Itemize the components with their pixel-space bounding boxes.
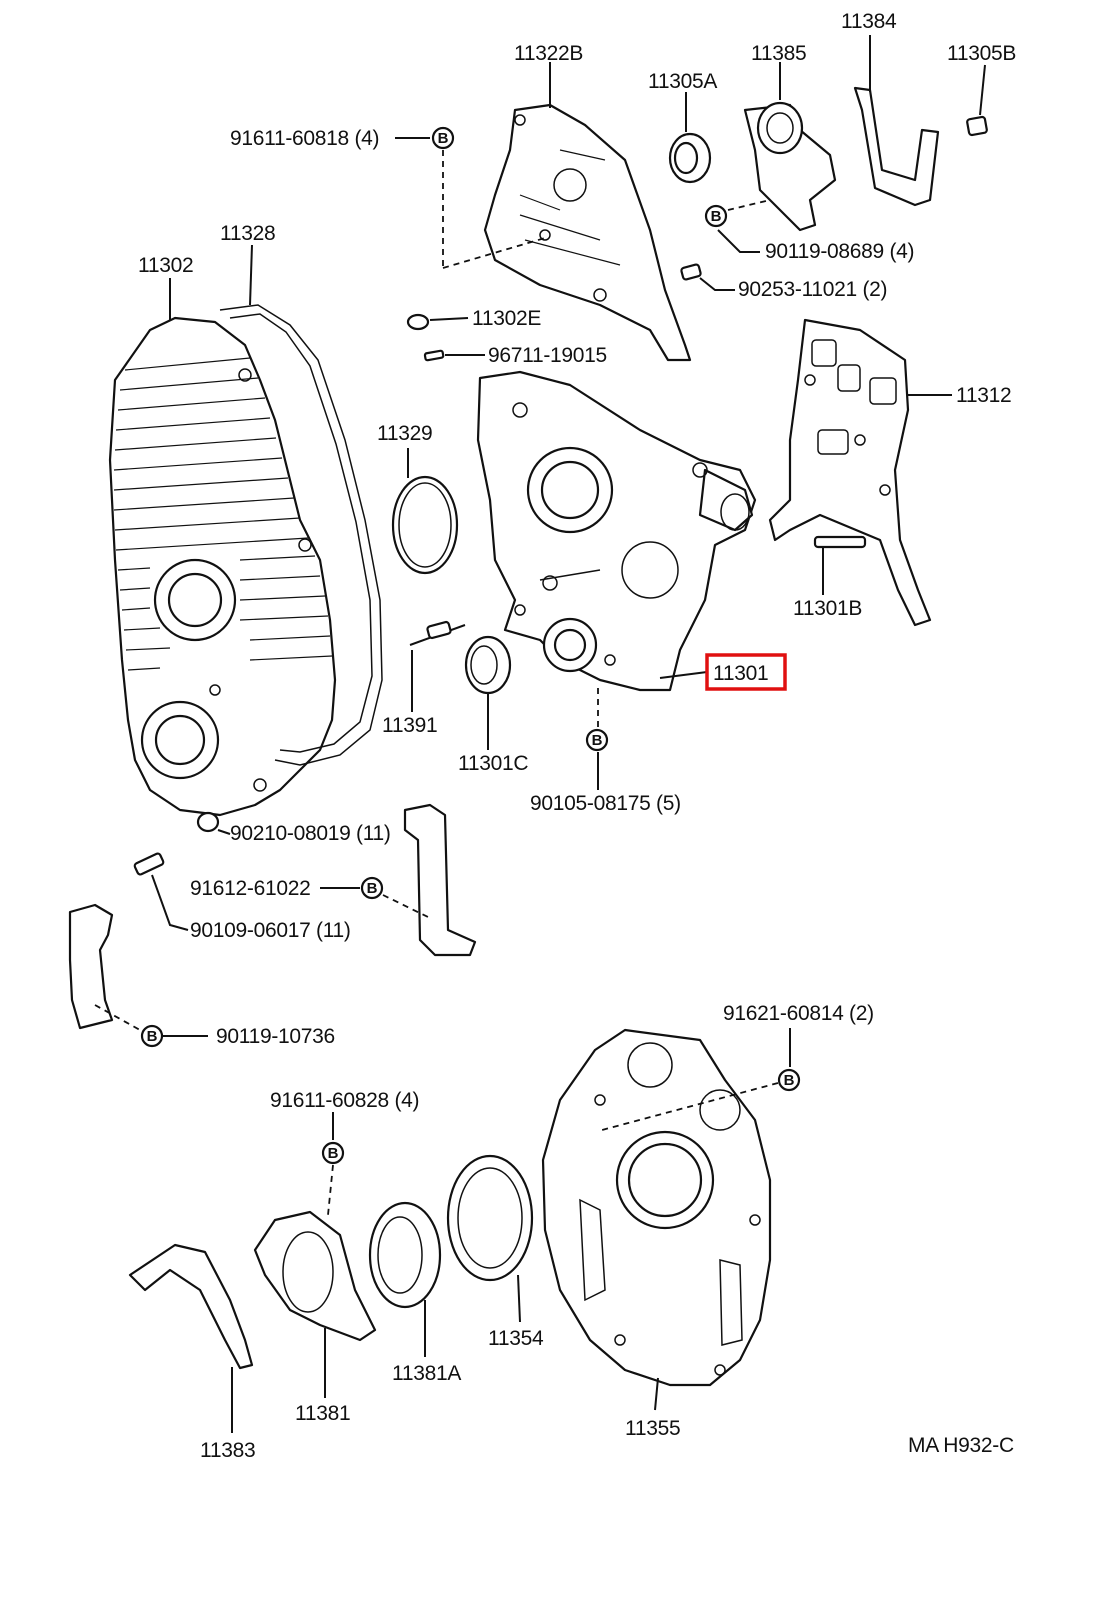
label-90109-06017[interactable]: 90109-06017 (11): [190, 919, 351, 942]
part-labels: 11384 11322B 11385 11305B 11305A 91611-6…: [138, 10, 1016, 1462]
seal-11354: [446, 1154, 534, 1282]
label-11384[interactable]: 11384: [841, 10, 897, 33]
pin-96711-19015: [423, 349, 445, 362]
svg-text:B: B: [147, 1028, 158, 1045]
bolt-90253-11021: [680, 263, 702, 281]
diagram-reference-code: MA H932-C: [908, 1434, 1014, 1457]
gasket-11328: [219, 304, 383, 766]
bracket-90119-10736: [68, 903, 114, 1030]
bolt-marker-91612-61022: B: [360, 876, 384, 900]
retainer-11381: [253, 1210, 377, 1342]
gasket-11383: [128, 1243, 254, 1370]
label-11391[interactable]: 11391: [382, 714, 438, 737]
svg-text:B: B: [438, 130, 449, 147]
label-11301B[interactable]: 11301B: [793, 597, 862, 620]
label-11302E[interactable]: 11302E: [472, 307, 542, 330]
bolt-marker-90119-10736: B: [140, 1024, 164, 1048]
bracket-11384: [853, 86, 940, 207]
label-11312[interactable]: 11312: [956, 384, 1012, 407]
seal-11381A: [368, 1201, 442, 1309]
label-91621-60814[interactable]: 91621-60814 (2): [723, 1002, 874, 1025]
nut-11302E: [406, 313, 430, 331]
label-11385[interactable]: 11385: [751, 42, 807, 65]
stud-11301B: [813, 535, 867, 549]
label-90210-08019[interactable]: 90210-08019 (11): [230, 822, 391, 845]
gasket-11312: [768, 318, 932, 627]
label-11381[interactable]: 11381: [295, 1402, 351, 1425]
label-90119-10736[interactable]: 90119-10736: [216, 1025, 335, 1048]
bolt-marker-90105-08175: B: [585, 728, 609, 752]
plate-11322B: [483, 103, 692, 362]
oil-seal-11305A: [668, 132, 712, 184]
label-91612-61022[interactable]: 91612-61022: [190, 877, 311, 900]
housing-11385: [743, 101, 837, 232]
label-11305B[interactable]: 11305B: [947, 42, 1016, 65]
label-11383[interactable]: 11383: [200, 1439, 256, 1462]
bolt-marker-90119-08689: B: [704, 204, 728, 228]
bracket-91612-61022: [403, 803, 477, 957]
label-96711-19015[interactable]: 96711-19015: [488, 344, 607, 367]
bolt-marker-91611-60818: B: [431, 126, 455, 150]
front-cover-11301: [476, 370, 757, 692]
timing-cover-11302: [108, 316, 337, 817]
label-11302[interactable]: 11302: [138, 254, 194, 277]
label-11328[interactable]: 11328: [220, 222, 276, 245]
label-91611-60818[interactable]: 91611-60818 (4): [230, 127, 380, 150]
svg-text:B: B: [592, 732, 603, 749]
bolt-marker-91611-60828: B: [321, 1141, 345, 1165]
plate-11355: [541, 1028, 772, 1387]
o-ring-11329: [391, 475, 459, 575]
bolt-markers: B B B B B B B: [140, 126, 801, 1165]
label-11305A[interactable]: 11305A: [648, 70, 718, 93]
label-11329[interactable]: 11329: [377, 422, 433, 445]
seal-11301C: [464, 635, 512, 695]
label-11355[interactable]: 11355: [625, 1417, 681, 1440]
nut-90210-08019: [196, 811, 220, 833]
svg-text:B: B: [784, 1072, 795, 1089]
bolt-90109-06017: [133, 852, 165, 876]
label-11354[interactable]: 11354: [488, 1327, 544, 1350]
svg-text:B: B: [711, 208, 722, 225]
bolt-marker-91621-60814: B: [777, 1068, 801, 1092]
label-11301[interactable]: 11301: [713, 662, 769, 685]
label-11322B[interactable]: 11322B: [514, 42, 583, 65]
label-90119-08689[interactable]: 90119-08689 (4): [765, 240, 915, 263]
sensor-11391: [409, 620, 466, 646]
label-11301C[interactable]: 11301C: [458, 752, 529, 775]
label-90253-11021[interactable]: 90253-11021 (2): [738, 278, 888, 301]
svg-text:B: B: [328, 1145, 339, 1162]
plug-11305B: [966, 115, 988, 137]
svg-text:B: B: [367, 880, 378, 897]
highlight-box-11301: [705, 653, 787, 691]
leader-lines: [94, 35, 986, 1433]
label-11381A[interactable]: 11381A: [392, 1362, 462, 1385]
label-90105-08175[interactable]: 90105-08175 (5): [530, 792, 681, 815]
label-91611-60828[interactable]: 91611-60828 (4): [270, 1089, 420, 1112]
